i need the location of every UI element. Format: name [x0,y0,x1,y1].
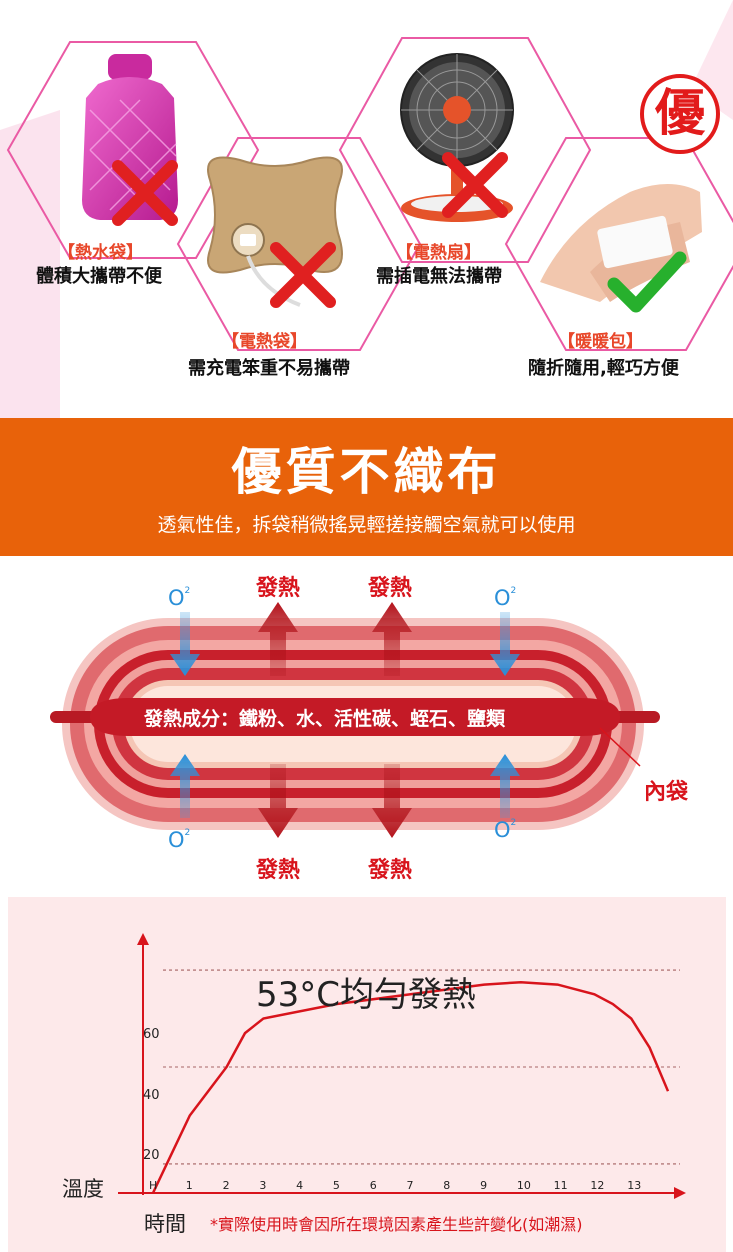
x-tick-label: 4 [296,1179,304,1192]
heat-label: 發熱 [368,858,413,883]
oxygen-label: O2 [494,818,517,842]
y-tick-label: 20 [143,1148,160,1163]
x-tick-label: 8 [443,1179,451,1192]
heat-label: 發熱 [256,576,301,601]
inner-bag-label: 內袋 [644,780,689,805]
comparison-section: 【熱水袋】 體積大攜帶不便 【電熱袋】 需充電笨重不易攜帶 【電熱扇】 需插電無… [0,0,733,418]
item-title: 【熱水袋】 [58,243,143,263]
x-tick-label: 13 [627,1179,642,1192]
y-axis-label: 溫度 [62,1177,104,1201]
y-axis-arrow-icon [137,933,149,945]
oxygen-label: O2 [494,586,517,610]
x-tick-label: H [149,1179,158,1192]
x-tick-label: 3 [259,1179,267,1192]
item-title: 【電熱袋】 [222,332,307,352]
banner-subtitle: 透氣性佳，拆袋稍微搖晃輕搓接觸空氣就可以使用 [157,514,576,536]
item-title: 【暖暖包】 [558,332,643,352]
x-tick-label: 9 [480,1179,488,1192]
heat-label: 發熱 [256,858,301,883]
x-tick-label: 6 [369,1179,377,1192]
pouch-diagram [50,602,660,838]
x-tick-label: 7 [406,1179,414,1192]
heat-label: 發熱 [368,576,413,601]
x-tick-label: 2 [222,1179,230,1192]
item-desc: 體積大攜帶不便 [36,266,162,287]
ingredients-label: 發熱成分：鐵粉、水、活性碳、蛭石、鹽類 [144,708,506,730]
check-icon [607,251,687,313]
y-tick-label: 60 [143,1027,160,1042]
y-tick-label: 40 [143,1088,160,1103]
banner-section: 優質不織布 透氣性佳，拆袋稍微搖晃輕搓接觸空氣就可以使用 [0,418,733,556]
quality-stamp-badge: 優 [640,74,720,154]
oxygen-label: O2 [168,586,191,610]
x-axis-arrow-icon [674,1187,686,1199]
disclaimer-note: *實際使用時會因所在環境因素產生些許變化(如潮濕) [210,1215,583,1234]
electric-heat-bag-image [207,156,343,307]
item-desc: 隨折隨用,輕巧方便 [528,358,679,379]
item-title: 【電熱扇】 [396,243,481,263]
item-desc: 需插電無法攜帶 [376,266,502,287]
x-axis-label: 時間 [144,1212,186,1236]
cross-icon [112,160,178,226]
x-tick-label: 5 [332,1179,340,1192]
oxygen-label: O2 [168,828,191,852]
cross-icon [442,152,508,218]
x-tick-label: 11 [553,1179,568,1192]
x-tick-label: 10 [516,1179,531,1192]
graph-title: 53°C均勻發熱 [256,975,477,1015]
cross-icon [270,242,336,308]
temperature-curve [151,980,670,1194]
x-tick-label: 1 [185,1179,193,1192]
x-tick-label: 12 [590,1179,605,1192]
item-desc: 需充電笨重不易攜帶 [188,358,350,379]
heat-diagram-section: 發熱 發熱 發熱 發熱 O2 O2 O2 O2 發熱成分：鐵粉、水、活性碳、蛭石… [0,556,733,886]
banner-title: 優質不織布 [231,443,502,501]
temperature-chart [118,933,686,1199]
